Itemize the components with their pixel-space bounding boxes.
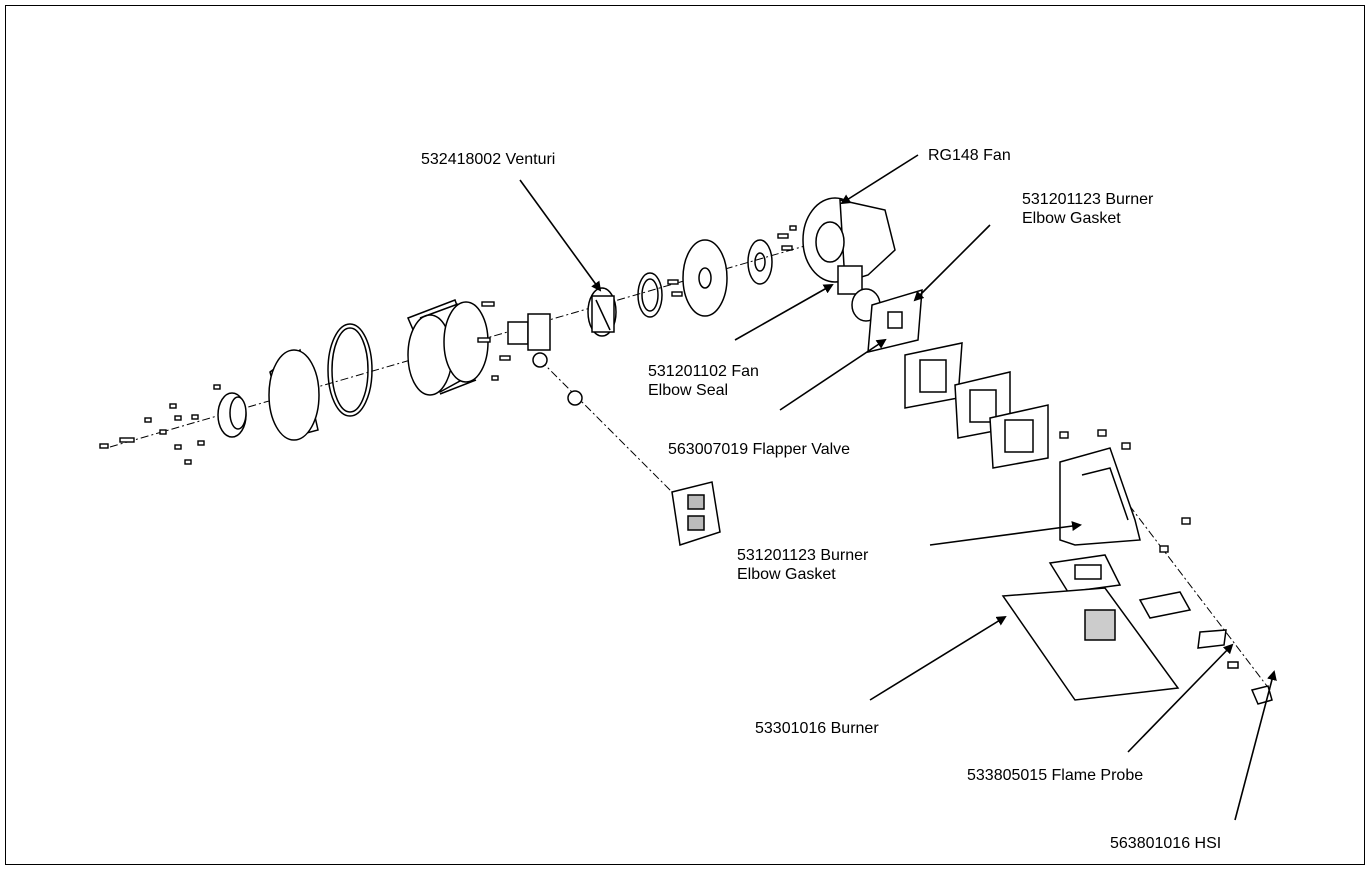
inlet-ring — [217, 392, 247, 438]
flame-probe-part — [1138, 591, 1227, 649]
leader-lines — [519, 154, 1277, 821]
flapper-valve-part — [867, 288, 923, 353]
leader-burner-elbow-gasket-top — [913, 224, 991, 302]
screws-fan — [667, 225, 797, 297]
leader-burner-elbow-gasket-mid — [929, 521, 1082, 546]
label-flame-probe: 533805015 Flame Probe — [967, 767, 1144, 784]
screws-mid — [477, 301, 511, 381]
adapter-block — [507, 313, 583, 406]
label-flapper-valve: 563007019 Flapper Valve — [668, 441, 851, 458]
blower-housing — [407, 299, 489, 396]
venturi-part — [587, 287, 617, 337]
label-burner-elbow-gasket-mid: 531201123 Burner Elbow Gasket — [737, 547, 869, 583]
leader-burner — [869, 615, 1007, 701]
label-burner-elbow-gasket-top: 531201123 Burner Elbow Gasket — [1022, 191, 1154, 227]
leader-flapper-valve — [779, 338, 887, 411]
screws-bracket — [1059, 429, 1191, 553]
burner-gasket-part — [1048, 554, 1122, 593]
fan-unit — [802, 197, 896, 295]
hsi-part — [1227, 661, 1273, 705]
burner-part — [1001, 587, 1180, 701]
label-burner: 53301016 Burner — [755, 720, 879, 737]
label-fan-elbow-seal: 531201102 Fan Elbow Seal — [648, 363, 759, 399]
gas-valve-part — [671, 481, 721, 546]
gasket-plates — [904, 342, 1049, 469]
leader-flame-probe — [1127, 643, 1234, 753]
leader-fan-elbow-seal — [734, 284, 834, 341]
leader-fan — [840, 154, 919, 205]
fan-plate — [682, 239, 728, 317]
cover-disc — [268, 348, 320, 441]
leader-venturi — [519, 179, 602, 292]
burner-elbow-part — [1059, 447, 1141, 546]
venturi-seal — [637, 272, 663, 318]
leader-hsi — [1234, 670, 1277, 821]
label-venturi: 532418002 Venturi — [421, 151, 556, 168]
gasket-ring — [327, 323, 373, 417]
label-hsi: 563801016 HSI — [1110, 835, 1222, 852]
label-fan: RG148 Fan — [928, 147, 1011, 164]
screws-left — [99, 384, 221, 465]
fan-ring — [747, 239, 773, 285]
